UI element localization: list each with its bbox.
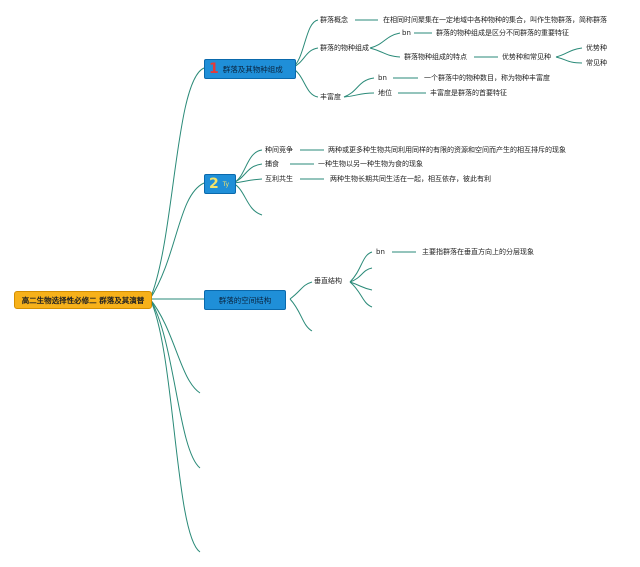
root-topic[interactable]: 高二生物选择性必修二 群落及其演替 <box>14 291 152 309</box>
note-vertical-bn: 主要指群落在垂直方向上的分层现象 <box>422 248 534 256</box>
branch-number-2: 2 <box>209 176 219 192</box>
note-competition: 两种或更多种生物共同利用同样的有限的资源和空间而产生的相互排斥的现象 <box>328 146 566 154</box>
topic-mutualism[interactable]: 互利共生 <box>265 175 293 183</box>
note-mutualism: 两种生物长期共同生活在一起，相互依存，彼此有利 <box>330 175 491 183</box>
note-composition-bn: 群落的物种组成是区分不同群落的重要特征 <box>436 29 569 37</box>
note-richness-status: 丰富度是群落的首要特征 <box>430 89 507 97</box>
note-community-concept: 在相同时间聚集在一定地域中各种物种的集合，叫作生物群落，简称群落 <box>383 16 607 24</box>
topic-dominant-common-species[interactable]: 优势种和常见种 <box>502 53 551 61</box>
branch-interspecies-relations[interactable]: 2 Ty <box>204 174 236 194</box>
topic-vertical-bn[interactable]: bn <box>376 248 385 256</box>
topic-community-concept[interactable]: 群落概念 <box>320 16 348 24</box>
root-topic-label: 高二生物选择性必修二 群落及其演替 <box>21 295 145 305</box>
branch-spatial-structure[interactable]: 群落的空间结构 <box>204 290 286 310</box>
branch-community-composition[interactable]: 1 群落及其物种组成 <box>204 59 296 79</box>
note-predation: 一种生物以另一种生物为食的现象 <box>318 160 423 168</box>
topic-dominant-species[interactable]: 优势种 <box>586 44 607 52</box>
topic-composition-bn[interactable]: bn <box>402 29 411 37</box>
topic-common-species[interactable]: 常见种 <box>586 59 607 67</box>
topic-richness-bn[interactable]: bn <box>378 74 387 82</box>
topic-richness-status[interactable]: 地位 <box>378 89 392 97</box>
topic-richness[interactable]: 丰富度 <box>320 93 341 101</box>
topic-competition[interactable]: 种间竞争 <box>265 146 293 154</box>
topic-vertical-structure[interactable]: 垂直结构 <box>314 277 342 285</box>
branch-label: 群落的空间结构 <box>218 295 272 305</box>
branch-label: Ty <box>222 180 230 188</box>
branch-label: 群落及其物种组成 <box>222 64 283 74</box>
branch-number-1: 1 <box>209 61 219 77</box>
topic-predation[interactable]: 捕食 <box>265 160 279 168</box>
topic-species-composition[interactable]: 群落的物种组成 <box>320 44 369 52</box>
topic-composition-features[interactable]: 群落物种组成的特点 <box>404 53 467 61</box>
note-richness-bn: 一个群落中的物种数目，称为物种丰富度 <box>424 74 550 82</box>
